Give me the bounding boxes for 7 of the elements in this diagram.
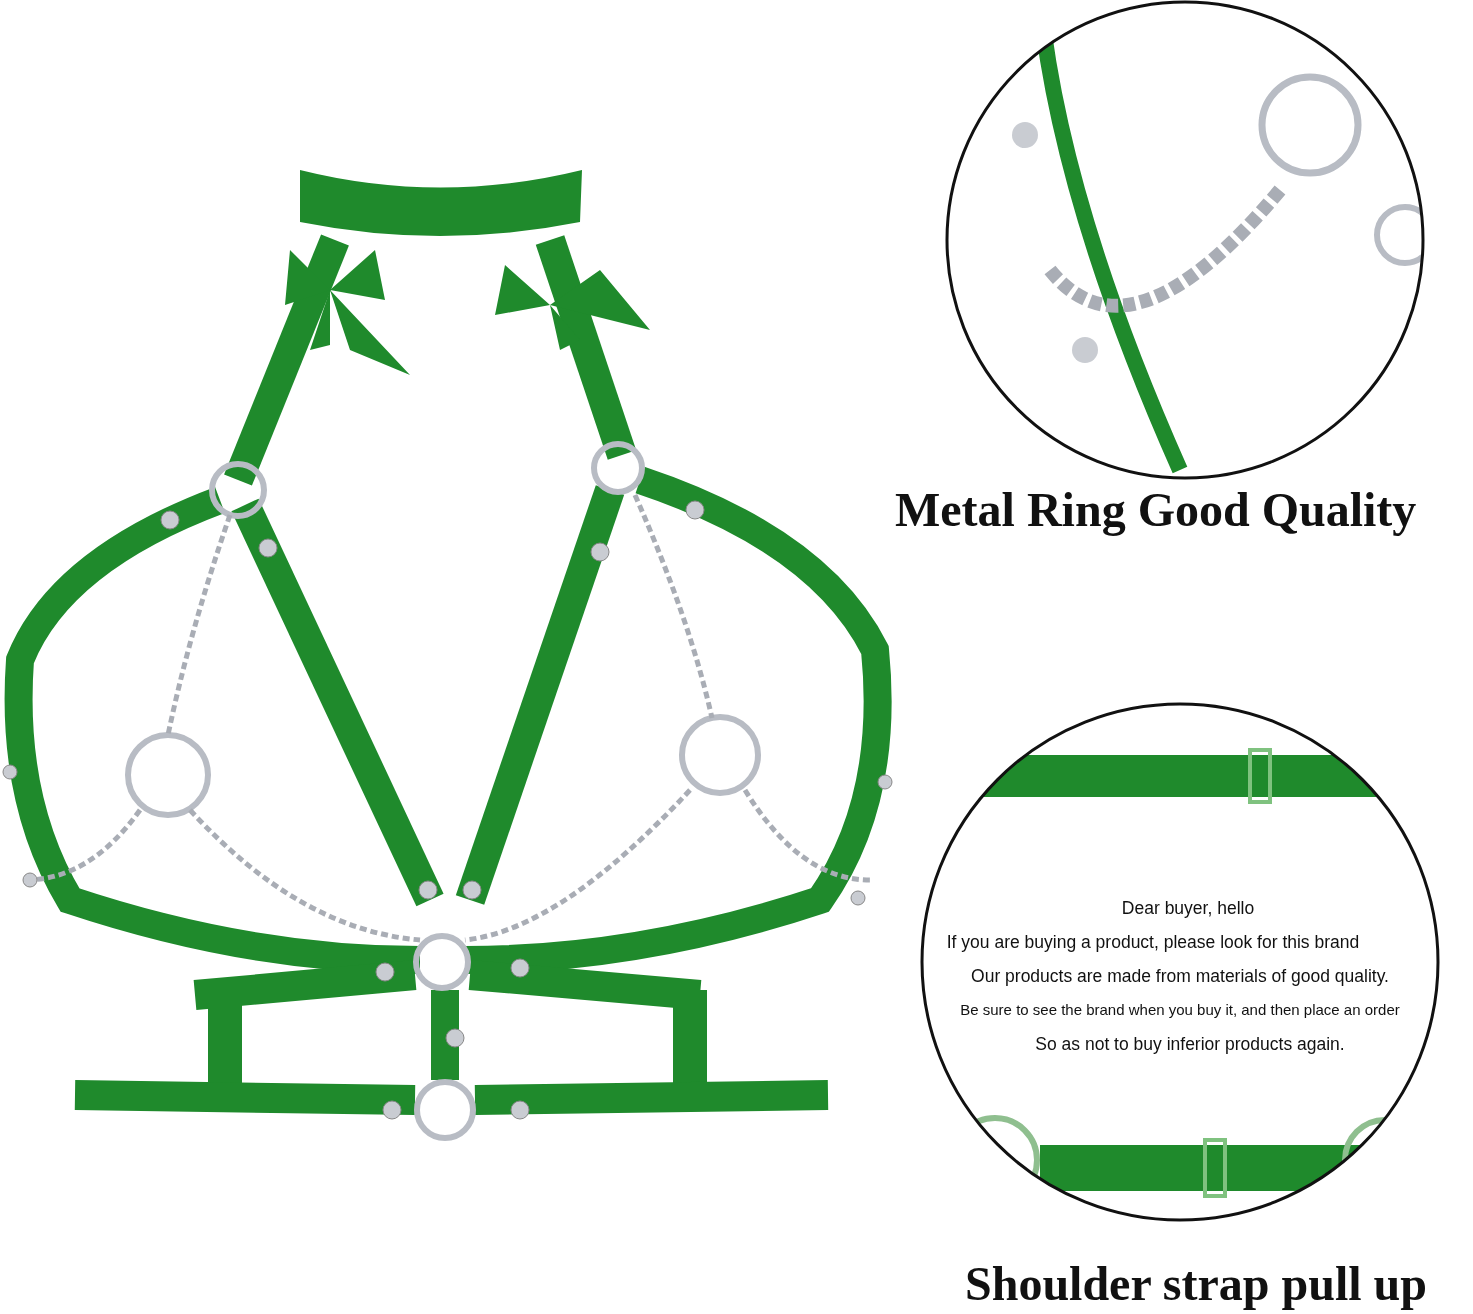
note-text: If you are buying a product, please look for this brand bbox=[946, 932, 1360, 953]
caption: Shoulder strap pull up bbox=[965, 1256, 1427, 1311]
note-text: Dear buyer, hello bbox=[1121, 898, 1255, 919]
note-text: So as not to buy inferior products again. bbox=[1035, 1034, 1345, 1055]
caption: Metal Ring Good Quality bbox=[895, 482, 1417, 537]
note-text: Our products are made from materials of good quality. bbox=[971, 966, 1389, 987]
note-text: Be sure to see the brand when you buy it, and then place an order bbox=[960, 1001, 1400, 1018]
